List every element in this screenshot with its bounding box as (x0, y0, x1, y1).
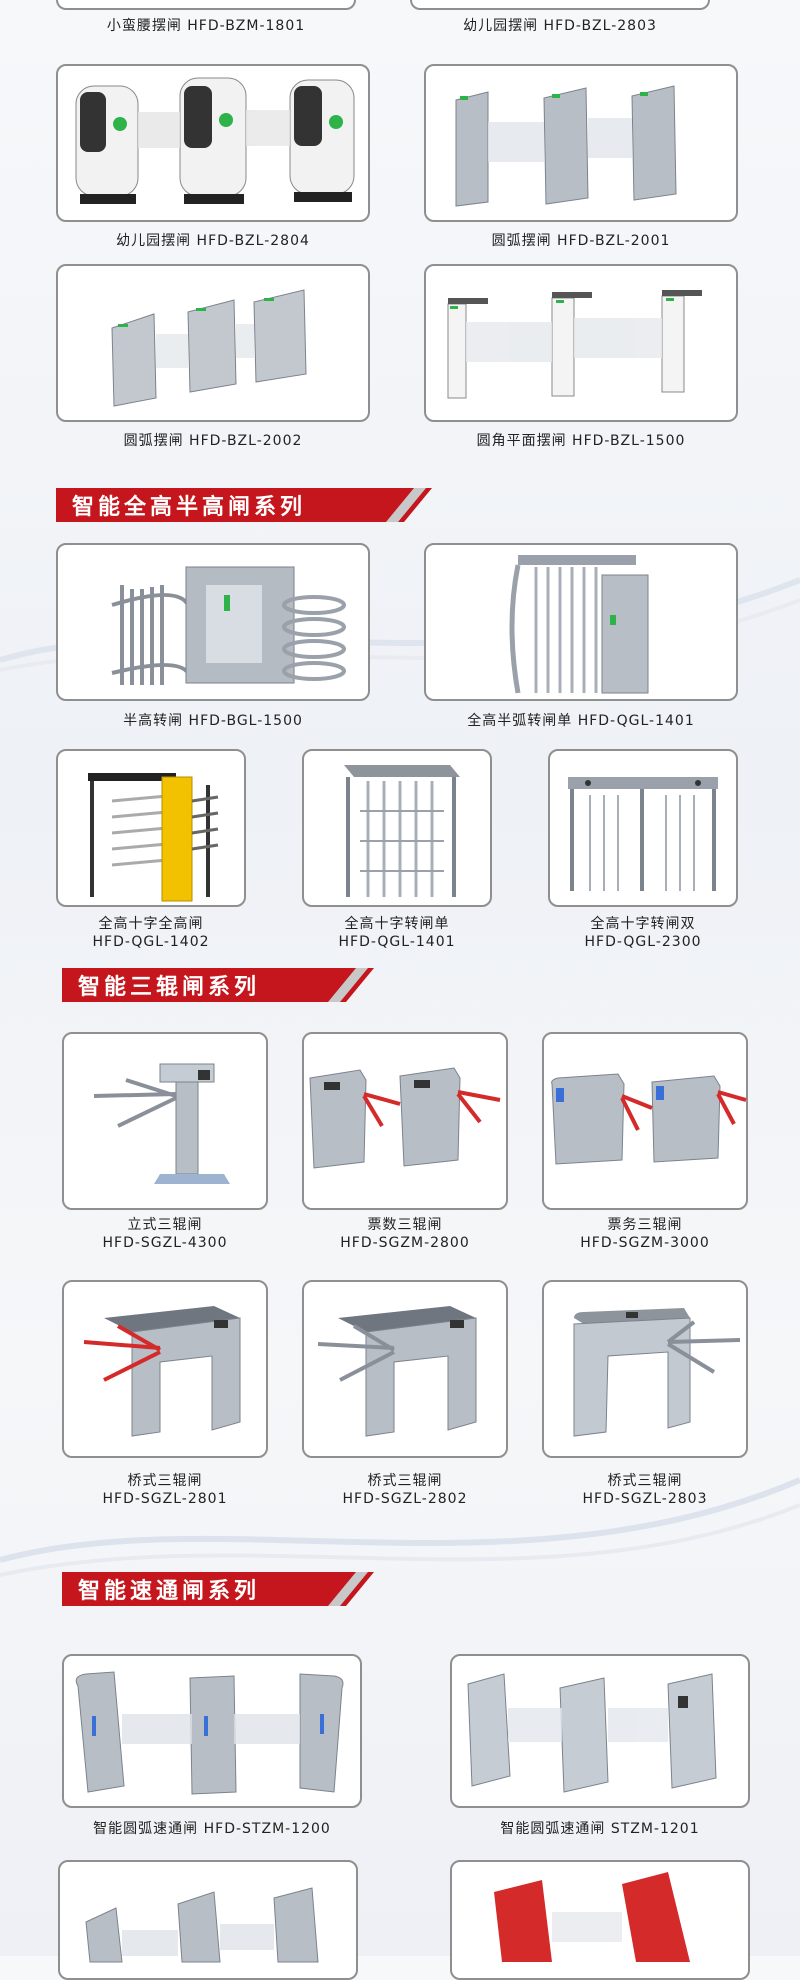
product-caption-line: 桥式三辊闸 (367, 1473, 443, 1489)
product-caption: 幼儿园摆闸 HFD-BZL-2804 (116, 233, 310, 249)
product-caption: 全高半弧转闸单 HFD-QGL-1401 (467, 713, 695, 729)
background-swoosh (0, 1477, 800, 1577)
arc-swing-gate-image (455, 85, 677, 207)
arc-swing-gate-image (111, 289, 307, 407)
product-card[interactable] (56, 0, 356, 10)
product-caption: 桥式三辊闸 HFD-SGZL-2802 (302, 1472, 508, 1508)
product-caption: 桥式三辊闸 HFD-SGZL-2803 (542, 1472, 748, 1508)
section-title: 智能全高半高闸系列 (72, 495, 307, 520)
product-card[interactable] (58, 1860, 358, 1980)
bridge-tripod-turnstile-image (317, 1306, 477, 1437)
product-caption: 票务三辊闸 HFD-SGZM-3000 (542, 1216, 748, 1252)
product-card[interactable] (302, 1032, 508, 1210)
product-caption-line: HFD-SGZL-4300 (102, 1235, 228, 1251)
product-card[interactable] (56, 264, 370, 422)
product-caption: 立式三辊闸 HFD-SGZL-4300 (62, 1216, 268, 1252)
product-card[interactable] (450, 1860, 750, 1980)
product-caption: 智能圆弧速通闸 STZM-1201 (500, 1821, 700, 1837)
product-caption-line: HFD-SGZL-2803 (582, 1491, 708, 1507)
arc-speed-gate-image (75, 1671, 344, 1795)
product-caption-line: 桥式三辊闸 (607, 1473, 683, 1489)
ticketing-tripod-turnstile-image (551, 1073, 747, 1165)
product-caption: 圆弧摆闸 HFD-BZL-2001 (491, 233, 671, 249)
product-caption-line: 全高十字全高闸 (98, 916, 204, 932)
product-caption-line: HFD-SGZM-3000 (580, 1235, 710, 1251)
product-caption-line: 全高十字转闸双 (590, 916, 696, 932)
product-caption: 半高转闸 HFD-BGL-1500 (123, 713, 303, 729)
product-caption: 全高十字转闸单 HFD-QGL-1401 (302, 915, 492, 950)
product-card[interactable] (542, 1032, 748, 1210)
kindergarten-gate-image (75, 77, 355, 204)
product-caption-line: 票务三辊闸 (607, 1217, 683, 1233)
product-caption-line: 票数三辊闸 (367, 1217, 443, 1233)
speed-gate-image (85, 1887, 319, 1963)
product-card[interactable] (424, 264, 738, 422)
product-caption: 全高十字全高闸 HFD-QGL-1402 (56, 915, 246, 950)
ticket-tripod-turnstile-image (309, 1067, 501, 1169)
red-speed-gate-image (494, 1872, 690, 1962)
section-banner-tripod: 智能三辊闸系列 (62, 968, 374, 1002)
product-card[interactable] (424, 543, 738, 701)
product-caption-line: HFD-SGZM-2800 (340, 1235, 470, 1251)
product-card[interactable] (548, 749, 738, 907)
section-title: 智能三辊闸系列 (78, 975, 261, 1000)
product-caption-line: HFD-QGL-1401 (338, 934, 456, 950)
product-caption: 智能圆弧速通闸 HFD-STZM-1200 (93, 1821, 331, 1837)
product-caption-line: HFD-SGZL-2801 (102, 1491, 228, 1507)
full-height-cross-turnstile-double-image (568, 777, 718, 891)
product-caption-line: 全高十字转闸单 (344, 916, 450, 932)
full-height-cross-turnstile-single-image (344, 765, 460, 897)
product-card[interactable] (302, 749, 492, 907)
product-card[interactable] (542, 1280, 748, 1458)
bridge-tripod-turnstile-image (83, 1306, 241, 1437)
flat-swing-gate-image (447, 290, 702, 399)
product-card[interactable] (302, 1280, 508, 1458)
product-card[interactable] (56, 64, 370, 222)
product-card[interactable] (62, 1654, 362, 1808)
product-caption-line: HFD-QGL-1402 (92, 934, 210, 950)
vertical-tripod-turnstile-image (93, 1063, 230, 1184)
full-height-cross-turnstile-image (88, 773, 219, 902)
product-caption-line: 桥式三辊闸 (127, 1473, 203, 1489)
half-height-turnstile-image (111, 566, 346, 685)
product-card[interactable] (410, 0, 710, 10)
product-card[interactable] (62, 1032, 268, 1210)
full-height-arc-turnstile-image (509, 555, 649, 694)
section-banner-full-half: 智能全高半高闸系列 (56, 488, 432, 522)
product-caption: 全高十字转闸双 HFD-QGL-2300 (548, 915, 738, 950)
product-card[interactable] (56, 749, 246, 907)
product-caption-line: HFD-SGZL-2802 (342, 1491, 468, 1507)
product-caption: 圆角平面摆闸 HFD-BZL-1500 (476, 433, 686, 449)
product-caption-line: HFD-QGL-2300 (584, 934, 702, 950)
section-title: 智能速通闸系列 (78, 1579, 261, 1604)
product-caption: 桥式三辊闸 HFD-SGZL-2801 (62, 1472, 268, 1508)
product-caption: 票数三辊闸 HFD-SGZM-2800 (302, 1216, 508, 1252)
product-card[interactable] (450, 1654, 750, 1808)
bridge-tripod-turnstile-image (573, 1308, 741, 1437)
section-banner-speed: 智能速通闸系列 (62, 1572, 374, 1606)
product-caption: 小蛮腰摆闸 HFD-BZM-1801 (106, 18, 306, 34)
arc-speed-gate-image (467, 1673, 717, 1793)
product-caption: 圆弧摆闸 HFD-BZL-2002 (123, 433, 303, 449)
product-caption-line: 立式三辊闸 (127, 1217, 203, 1233)
product-card[interactable] (62, 1280, 268, 1458)
product-caption: 幼儿园摆闸 HFD-BZL-2803 (463, 18, 657, 34)
product-card[interactable] (424, 64, 738, 222)
product-card[interactable] (56, 543, 370, 701)
